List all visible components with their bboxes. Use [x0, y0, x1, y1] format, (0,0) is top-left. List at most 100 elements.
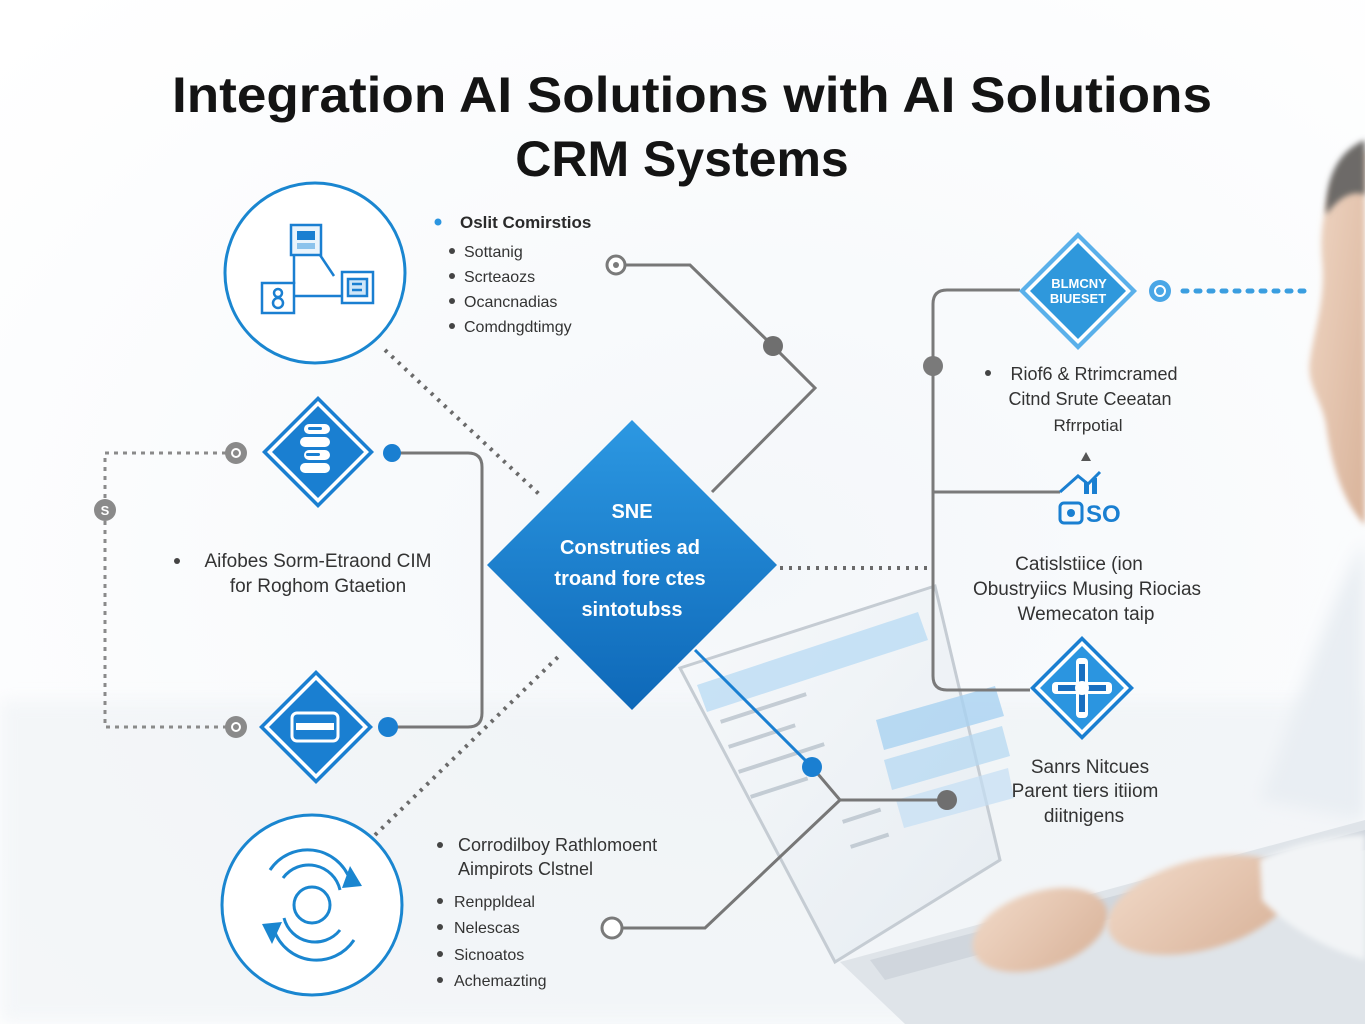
- connector-badge-label: S: [101, 503, 110, 518]
- laptop-illustration: [677, 584, 1365, 1024]
- bullet: [437, 977, 443, 983]
- node-circle: [220, 813, 404, 997]
- connector-node-core: [613, 262, 619, 268]
- card-node[interactable]: [259, 670, 373, 784]
- diamond-inner: [1030, 243, 1126, 339]
- sync-arrows-icon: [262, 848, 362, 962]
- org-chart-node[interactable]: [223, 181, 407, 365]
- connector-badge: [94, 499, 116, 521]
- top-list-item: Scrteaozs: [464, 269, 535, 286]
- top-list-item: Ocancnadias: [464, 294, 557, 311]
- bottom-list-item: Renppldeal: [454, 894, 535, 911]
- connector-node-core: [231, 722, 241, 732]
- node-circle: [223, 181, 407, 365]
- connector-node: [600, 916, 624, 940]
- bullet: [449, 273, 455, 279]
- connector-node: [225, 716, 247, 738]
- database-stack-icon: [300, 424, 330, 473]
- right-description-line: Catislstiice (ion: [1015, 554, 1143, 575]
- bottom-list-item: Achemazting: [454, 973, 547, 990]
- left-description: Aifobes Sorm-Etraond CIM for Roghom Gtae…: [174, 551, 432, 597]
- screen-header-bar: [697, 612, 928, 712]
- right-description-2: Catislstiice (ion Obustryiics Musing Rio…: [973, 554, 1201, 625]
- sync-node[interactable]: [220, 813, 404, 997]
- badge-line-2: BIUESET: [1050, 291, 1106, 306]
- connector-node-core: [231, 448, 241, 458]
- center-hub[interactable]: SNE Construties ad troand fore ctes sint…: [487, 420, 777, 710]
- hub-line: troand fore ctes: [554, 568, 705, 590]
- hub-line: Construties ad: [560, 537, 700, 559]
- bullet: [449, 298, 455, 304]
- right-description-line: Rfrrpotial: [1054, 416, 1123, 435]
- right-description-line: diitnigens: [1044, 806, 1124, 827]
- sleeve: [1260, 835, 1365, 960]
- hub-line: sintotubss: [581, 599, 682, 621]
- org-chart-icon: [260, 223, 375, 315]
- bottom-feature-list: Corrodilboy Rathlomoent Aimpirots Clstne…: [437, 835, 657, 990]
- connector-nodes: S: [94, 254, 1171, 940]
- blue-connector: [693, 648, 814, 769]
- screen-rows: [720, 692, 890, 849]
- icon-label: SO: [1086, 501, 1121, 528]
- bullet: [434, 218, 442, 226]
- top-list-heading: Oslit Comirstios: [460, 213, 591, 232]
- bullet: [437, 898, 443, 904]
- connector-node: [937, 790, 957, 810]
- bottom-list-item: Sicnoatos: [454, 947, 524, 964]
- right-description-line: Obustryiics Musing Riocias: [973, 579, 1201, 600]
- right-description-line: Sanrs Nitcues: [1031, 757, 1149, 778]
- plus-network-node[interactable]: [1030, 636, 1134, 740]
- right-description-line: Wemecaton taip: [1018, 604, 1155, 625]
- right-description-3: Sanrs Nitcues Parent tiers itiiom diitni…: [1012, 757, 1159, 827]
- top-list-item: Comdngdtimgy: [464, 319, 572, 336]
- bullet: [437, 842, 443, 848]
- database-node[interactable]: [262, 396, 374, 508]
- connector-node: [225, 442, 247, 464]
- bullet: [437, 951, 443, 957]
- bullet: [437, 924, 443, 930]
- bullet: [174, 558, 180, 564]
- right-description-line: Riof6 & Rtrimcramed: [1010, 364, 1177, 384]
- connector-node-blue: [802, 757, 822, 777]
- bottom-connector: [622, 798, 842, 930]
- caret-up-icon: [1081, 452, 1091, 461]
- connector-node: [763, 336, 783, 356]
- top-feature-list: Oslit Comirstios Sottanig Scrteaozs Ocan…: [434, 213, 591, 336]
- left-description-line-1: Aifobes Sorm-Etraond CIM: [204, 551, 431, 572]
- right-hand: [1107, 855, 1293, 955]
- bottom-list-item: Nelescas: [454, 920, 520, 937]
- hair-silhouette: [1325, 140, 1365, 215]
- screen-content-bar: [884, 726, 1010, 790]
- top-list-item: Sottanig: [464, 244, 523, 261]
- hub-title: SNE: [611, 501, 652, 523]
- connector-node: [923, 356, 943, 376]
- left-connector: [388, 451, 484, 729]
- face-silhouette: [1309, 150, 1365, 525]
- page-title-line-2: CRM Systems: [515, 131, 848, 187]
- left-description-line-2: for Roghom Gtaetion: [230, 576, 406, 597]
- screen-content-bar: [876, 686, 1004, 750]
- person-illustration: [1260, 140, 1365, 820]
- right-badge-node[interactable]: BLMCNY BIUESET: [1019, 232, 1137, 350]
- connector-node-blue: [1149, 280, 1171, 302]
- bottom-list-heading-line-2: Aimpirots Clstnel: [458, 859, 593, 879]
- card-icon: [290, 711, 340, 743]
- connectors: [103, 263, 1315, 930]
- connector-node-blue: [378, 717, 398, 737]
- badge-line-1: BLMCNY: [1051, 276, 1107, 291]
- right-spine-connector: [931, 288, 1030, 692]
- right-description-line: Parent tiers itiiom: [1012, 781, 1159, 802]
- hub-diamond: [487, 420, 777, 710]
- connector-node-core: [1154, 285, 1166, 297]
- bullet: [449, 323, 455, 329]
- connector-node-blue: [383, 444, 401, 462]
- bullet: [985, 370, 991, 376]
- plus-network-icon: [1052, 658, 1112, 718]
- home-analytics-icon: SO: [1058, 452, 1121, 528]
- right-description-1: Riof6 & Rtrimcramed Citnd Srute Ceeatan …: [985, 364, 1178, 435]
- right-description-line: Citnd Srute Ceeatan: [1008, 389, 1171, 409]
- bullet: [449, 248, 455, 254]
- left-hand: [972, 887, 1108, 973]
- shirt-silhouette: [1260, 540, 1365, 820]
